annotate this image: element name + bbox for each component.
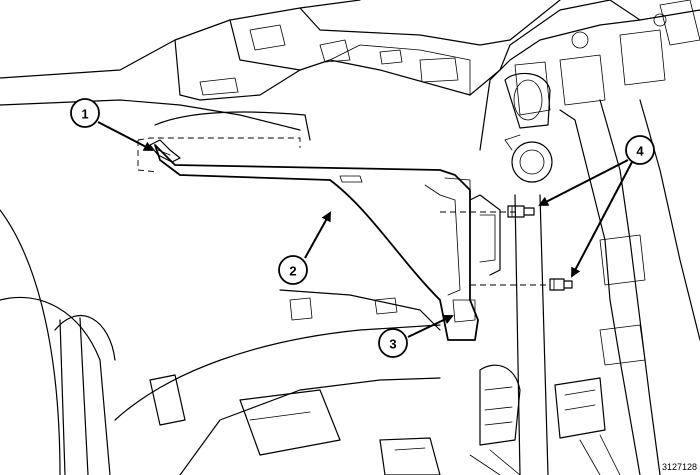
callout-4-label: 4 (636, 144, 644, 159)
figure-code: 3127128 (662, 462, 697, 472)
callout-2: 2 (278, 255, 308, 285)
upper-screw-icon (507, 205, 535, 218)
callout-4: 4 (625, 135, 655, 165)
callout-3: 3 (378, 328, 408, 358)
screw-fasteners (440, 205, 573, 291)
callout-2-label: 2 (289, 264, 296, 279)
callout-3-label: 3 (389, 337, 396, 352)
quarter-trim-panel (154, 144, 501, 341)
lower-screw-icon (549, 278, 573, 291)
callout-leaders (97, 121, 633, 338)
trim-clip (137, 137, 301, 173)
callout-1-label: 1 (81, 107, 88, 122)
callout-1: 1 (70, 98, 100, 128)
